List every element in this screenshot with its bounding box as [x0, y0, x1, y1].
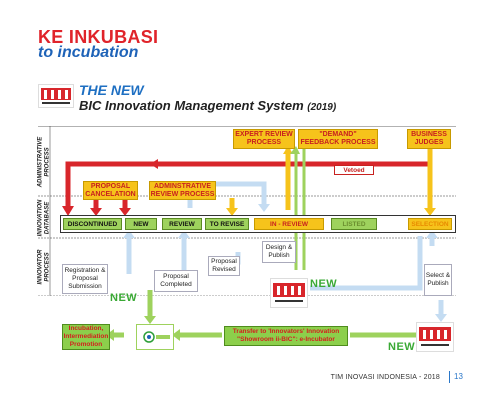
heading-indonesian: KE INKUBASI	[38, 27, 159, 47]
diagram-title: BIC Innovation Management System (2019)	[79, 98, 336, 113]
diagram-title-year: (2019)	[307, 102, 337, 113]
stage-selection: SELECTION	[408, 218, 452, 230]
stage-in-review: IN - REVIEW	[254, 218, 324, 230]
heading-english: to incubation	[38, 44, 139, 61]
stage-new: NEW	[125, 218, 157, 230]
business-judges-box: BUSINESS JUDGES	[407, 129, 451, 149]
new-label-right: NEW	[388, 341, 416, 353]
demand-feedback-box: "DEMAND" FEEDBACK PROCESS	[298, 129, 378, 149]
stage-listed: LISTED	[331, 218, 377, 230]
select-publish-box: Select & Publish	[424, 264, 452, 296]
footer-text: TIM INOVASI INDONESIA - 2018	[330, 374, 440, 381]
new-label-middle: NEW	[310, 278, 338, 290]
proposal-cancelation-box: PROPOSAL CANCELATION	[83, 181, 138, 200]
incubation-box: Incubation, Intermediation Promotion	[62, 324, 110, 350]
stage-review: REVIEW	[162, 218, 202, 230]
bic-logo-right	[416, 322, 454, 352]
page-number: 13	[449, 371, 463, 383]
registration-box: Registration & Proposal Submission	[62, 264, 108, 294]
vetoed-label: Vetoed	[334, 165, 374, 175]
expert-review-box: EXPERT REVIEW PROCESS	[233, 129, 295, 149]
proposal-completed-box: Proposal Completed	[154, 270, 198, 292]
diagram-title-new: THE NEW	[79, 82, 144, 98]
bic-logo	[38, 84, 74, 108]
ecosystem-logo	[136, 324, 174, 350]
stage-to-revise: TO REVISE	[205, 218, 249, 230]
diagram-title-main: BIC Innovation Management System	[79, 98, 304, 113]
transfer-box: Transfer to 'Innovators' Innovation "Sho…	[224, 326, 348, 346]
bic-logo-middle	[270, 278, 308, 308]
new-label-left: NEW	[110, 292, 138, 304]
proposal-revised-box: Proposal Revised	[208, 256, 240, 276]
stage-discontinued: DISCONTINUED	[63, 218, 122, 230]
design-publish-box: Design & Publish	[262, 241, 296, 263]
admin-review-box: ADMINSTRATIVE REVIEW PROCESS	[149, 181, 216, 200]
